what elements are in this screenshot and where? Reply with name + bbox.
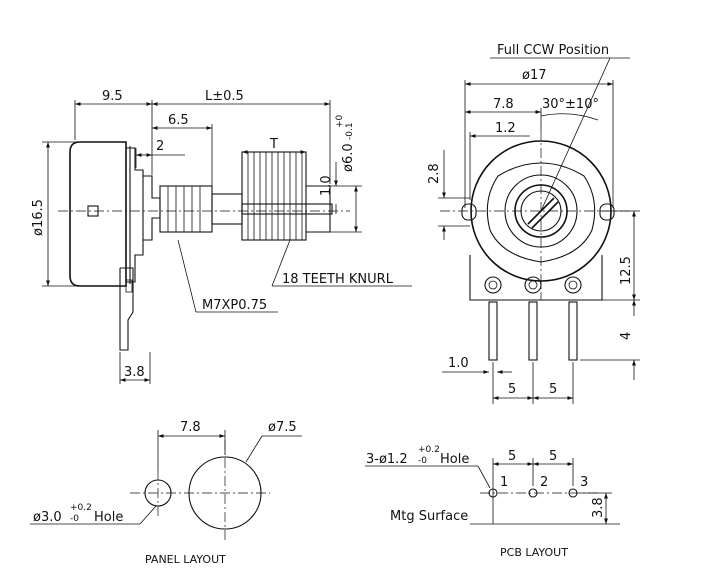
dim-7-8-label: 7.8 <box>493 97 514 112</box>
dim-1-2-label: 1.2 <box>495 121 516 136</box>
pcb-hole-3 <box>568 488 578 498</box>
dim-12-5-label: 12.5 <box>619 256 634 285</box>
dim-height-label: ø16.5 <box>31 199 46 236</box>
mtg-surface-label: Mtg Surface <box>390 509 468 524</box>
side-view: 9.5 L±0.5 6.5 2 T ø16.5 1.0 ø6.0 +0 -0.1… <box>31 89 412 384</box>
pin-2-label: 2 <box>540 475 548 490</box>
dim-6-5-label: 6.5 <box>168 113 189 128</box>
dim-shaft-tol-bot: -0.1 <box>345 122 355 140</box>
pin-1-label: 1 <box>500 475 508 490</box>
knurl-label: 18 TEETH KNURL <box>282 272 394 287</box>
pcb-layout: 5 5 1 2 3 3-ø1.2 +0.2 -0 Hole Mtg Surfac… <box>365 445 620 559</box>
dim-angle-label: 30°±10° <box>542 97 599 112</box>
dim-shaft-main: ø6.0 <box>341 143 356 172</box>
front-view: Full CCW Position ø17 7.8 30°±10° 1.2 2.… <box>427 43 640 404</box>
pcb-hole-tol-bot: -0 <box>418 456 427 466</box>
ccw-label: Full CCW Position <box>497 43 609 58</box>
dim-length-label: L±0.5 <box>205 89 244 104</box>
dim-1-0-label: 1.0 <box>319 175 334 196</box>
pcb-hole-suffix: Hole <box>440 452 469 467</box>
thread-label: M7XP0.75 <box>202 298 267 313</box>
pcb-hole-prefix: 3-ø1.2 <box>366 452 408 467</box>
panel-hole-tol-top: +0.2 <box>70 503 92 513</box>
pcb-dim-5b: 5 <box>549 449 557 464</box>
bushing <box>143 175 161 241</box>
dim-2-label: 2 <box>156 139 164 154</box>
panel-dim-7-5: ø7.5 <box>268 420 297 435</box>
pcb-dim-3-8: 3.8 <box>591 497 606 518</box>
dim-shaft-tol-top: +0 <box>335 114 345 128</box>
inner-housing <box>486 162 596 263</box>
dim-17-label: ø17 <box>522 68 547 83</box>
dim-3-8-label: 3.8 <box>124 365 145 380</box>
housing-outline <box>69 141 127 287</box>
panel-hole-main: ø3.0 <box>33 510 62 525</box>
pcb-caption: PCB LAYOUT <box>500 546 568 559</box>
dim-5b-label: 5 <box>549 382 557 397</box>
pcb-hole-tol-top: +0.2 <box>418 445 440 455</box>
panel-hole-suffix: Hole <box>94 510 123 525</box>
pin-3-label: 3 <box>580 475 588 490</box>
panel-hole-tol-bot: -0 <box>70 514 79 524</box>
dim-5a-label: 5 <box>508 382 516 397</box>
dim-t-label: T <box>269 137 278 152</box>
dim-left-label: 9.5 <box>102 89 123 104</box>
panel-caption: PANEL LAYOUT <box>145 553 226 566</box>
panel-dim-7-8: 7.8 <box>180 420 201 435</box>
dim-4-label: 4 <box>619 332 634 340</box>
mount-bracket <box>126 147 144 283</box>
terminal-block <box>469 255 603 301</box>
dim-1-0-front: 1.0 <box>448 356 469 371</box>
terminal-leg <box>119 267 134 351</box>
pcb-dim-5a: 5 <box>508 449 516 464</box>
pcb-hole-2 <box>528 488 538 498</box>
dim-2-8-label: 2.8 <box>427 163 442 184</box>
panel-layout: 7.8 ø7.5 ø3.0 +0.2 -0 Hole PANEL LAYOUT <box>30 420 302 566</box>
